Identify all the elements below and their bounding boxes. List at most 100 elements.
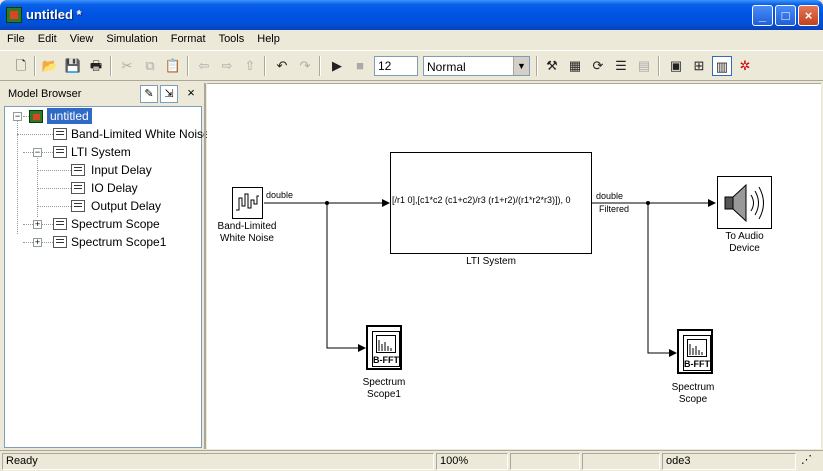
tree-item-lti-system[interactable]: LTI System bbox=[71, 145, 131, 159]
subsystem-icon bbox=[53, 128, 67, 140]
toolbar-separator bbox=[658, 56, 660, 76]
noise-icon bbox=[236, 193, 259, 211]
tree-item-io-delay[interactable]: IO Delay bbox=[91, 181, 138, 195]
model-tree[interactable]: − untitled Band-Limited White Noise − LT… bbox=[4, 106, 210, 448]
fft-label: B-FFT bbox=[373, 355, 399, 365]
menu-tools[interactable]: Tools bbox=[218, 33, 245, 45]
collapse-icon[interactable]: − bbox=[13, 111, 22, 121]
signal-lines bbox=[264, 199, 716, 357]
title-bar[interactable]: untitled * _ □ × bbox=[0, 0, 823, 30]
tree-item-input-delay[interactable]: Input Delay bbox=[91, 163, 152, 177]
model-icon bbox=[29, 110, 43, 123]
forward-icon[interactable]: ⇨ bbox=[221, 58, 233, 73]
menu-edit[interactable]: Edit bbox=[37, 33, 57, 45]
tree-item-spectrum-scope1[interactable]: Spectrum Scope1 bbox=[71, 235, 167, 249]
show-masked-subsystems-icon[interactable]: ⇲ bbox=[160, 85, 178, 103]
model-browser-header: Model Browser ✎ ⇲ × bbox=[0, 83, 204, 105]
lti-output-type: double bbox=[596, 191, 624, 201]
library-browser-icon[interactable]: ▣ bbox=[669, 58, 683, 73]
tree-item-band-limited-white-noise[interactable]: Band-Limited White Noise bbox=[71, 127, 210, 141]
close-icon[interactable]: × bbox=[187, 85, 195, 100]
model-browser-panel: Model Browser ✎ ⇲ × − untitled Band-Limi… bbox=[0, 83, 210, 449]
simulation-mode-select[interactable]: Normal ▼ bbox=[423, 56, 530, 76]
simulation-mode-value: Normal bbox=[427, 60, 466, 74]
menu-simulation[interactable]: Simulation bbox=[106, 33, 158, 45]
speaker-icon bbox=[724, 183, 764, 223]
expand-icon[interactable]: + bbox=[33, 219, 42, 229]
subsystem-icon bbox=[53, 146, 67, 158]
toolbar-separator bbox=[34, 56, 36, 76]
up-icon[interactable]: ⇧ bbox=[244, 58, 256, 73]
subsystem-icon bbox=[53, 218, 67, 230]
stop-simulation-icon[interactable]: ■ bbox=[356, 58, 364, 73]
refresh-icon[interactable]: ⟳ bbox=[592, 58, 604, 73]
subsystem-icon bbox=[71, 200, 85, 212]
menu-file[interactable]: File bbox=[7, 33, 25, 45]
tree-item-spectrum-scope[interactable]: Spectrum Scope bbox=[71, 217, 160, 231]
toolbar-separator bbox=[536, 56, 538, 76]
debug-icon[interactable]: ▤ bbox=[637, 58, 651, 73]
toolbar-separator bbox=[110, 56, 112, 76]
spectrum-plot-icon bbox=[376, 335, 396, 353]
copy-icon[interactable]: ⧉ bbox=[145, 58, 155, 73]
show-library-links-icon[interactable]: ✎ bbox=[140, 85, 158, 103]
start-simulation-icon[interactable]: ▶ bbox=[332, 58, 342, 73]
status-bar: Ready 100% ode3 ⋰ bbox=[0, 450, 823, 471]
stop-time-input[interactable] bbox=[374, 56, 418, 76]
back-icon[interactable]: ⇦ bbox=[198, 58, 210, 73]
expand-icon[interactable]: + bbox=[33, 237, 42, 247]
undo-icon[interactable]: ↶ bbox=[276, 58, 288, 73]
minimize-button[interactable]: _ bbox=[752, 5, 773, 26]
lti-system-block[interactable]: [/r1 0],[c1*c2 (c1+c2)/r3 (r1+r2)/(r1*r2… bbox=[390, 152, 592, 254]
resize-grip-icon[interactable]: ⋰ bbox=[801, 454, 812, 466]
toolbar-separator bbox=[264, 56, 266, 76]
tree-item-output-delay[interactable]: Output Delay bbox=[91, 199, 162, 213]
chevron-down-icon[interactable]: ▼ bbox=[513, 57, 529, 75]
model-explorer-icon[interactable]: ⊞ bbox=[693, 58, 705, 73]
save-icon[interactable]: 💾 bbox=[64, 58, 82, 73]
spectrum-scope1-block[interactable]: B-FFT bbox=[366, 325, 402, 370]
update-diagram-icon[interactable]: ▦ bbox=[568, 58, 582, 73]
new-model-icon[interactable]: 🗋 bbox=[15, 58, 27, 73]
noise-output-type: double bbox=[266, 190, 294, 200]
model-browser-icon[interactable]: ▥ bbox=[712, 56, 732, 76]
panel-splitter[interactable] bbox=[204, 83, 206, 449]
simulink-model-icon[interactable] bbox=[6, 7, 22, 23]
paste-icon[interactable]: 📋 bbox=[164, 58, 182, 73]
subsystem-icon bbox=[53, 236, 67, 248]
spectrum-scope-block[interactable]: B-FFT bbox=[677, 329, 713, 374]
menu-format[interactable]: Format bbox=[170, 33, 206, 45]
to-audio-device-block[interactable] bbox=[717, 176, 772, 229]
lti-expression: [/r1 0],[c1*c2 (c1+c2)/r3 (r1+r2)/(r1*r2… bbox=[392, 195, 571, 205]
maximize-button[interactable]: □ bbox=[775, 5, 796, 26]
open-icon[interactable]: 📂 bbox=[41, 58, 59, 73]
cut-icon[interactable]: ✂ bbox=[121, 58, 133, 73]
debugger-icon[interactable]: ✲ bbox=[739, 58, 751, 73]
model-advisor-icon[interactable]: ☰ bbox=[615, 58, 627, 73]
window-title: untitled * bbox=[26, 7, 82, 22]
close-button[interactable]: × bbox=[798, 5, 819, 26]
toolbar: 🗋 📂 💾 🖶 ✂ ⧉ 📋 ⇦ ⇨ ⇧ ↶ ↷ ▶ ■ Normal ▼ ⚒ ▦… bbox=[0, 50, 823, 81]
menu-view[interactable]: View bbox=[69, 33, 94, 45]
redo-icon[interactable]: ↷ bbox=[299, 58, 311, 73]
tree-item-untitled[interactable]: untitled bbox=[47, 108, 92, 124]
filtered-signal-label: Filtered bbox=[599, 204, 630, 214]
print-icon[interactable]: 🖶 bbox=[89, 58, 103, 73]
toolbar-separator bbox=[187, 56, 189, 76]
build-icon[interactable]: ⚒ bbox=[546, 58, 558, 73]
status-field-empty bbox=[582, 453, 660, 470]
collapse-icon[interactable]: − bbox=[33, 147, 42, 157]
model-browser-title: Model Browser bbox=[8, 88, 82, 100]
toolbar-separator bbox=[319, 56, 321, 76]
lti-system-label: LTI System bbox=[466, 256, 516, 267]
menu-help[interactable]: Help bbox=[257, 33, 280, 45]
band-limited-white-noise-block[interactable] bbox=[232, 187, 263, 219]
zoom-level: 100% bbox=[436, 453, 508, 470]
subsystem-icon bbox=[71, 164, 85, 176]
spectrum-plot-icon bbox=[687, 339, 707, 357]
fft-label: B-FFT bbox=[684, 359, 710, 369]
